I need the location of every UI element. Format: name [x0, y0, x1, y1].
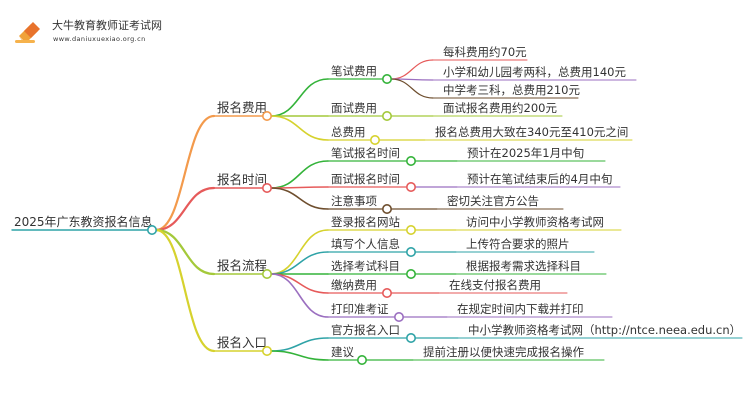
- node-connector: [261, 345, 272, 356]
- connector-lines: [11, 59, 743, 361]
- detail-label: 小学和幼儿园考两科，总费用140元: [443, 65, 626, 79]
- connector-line: [154, 228, 216, 276]
- connector-line: [154, 114, 216, 232]
- detail-label: 报名总费用大致在340元至410元之间: [435, 125, 628, 139]
- connector-line: [270, 160, 329, 189]
- sub-branch-label: 登录报名网站: [331, 215, 400, 229]
- node-connector: [369, 135, 380, 146]
- branch-label: 报名时间: [217, 172, 267, 187]
- detail-label: 根据报考需求选择科目: [466, 259, 581, 273]
- logo-url: www.daniuxuexiao.org.cn: [53, 35, 146, 43]
- sub-branch-label: 总费用: [331, 125, 366, 139]
- detail-label: 上传符合要求的照片: [466, 237, 570, 251]
- node-connector: [405, 247, 416, 258]
- connector-line: [270, 115, 329, 141]
- branch-label: 报名费用: [217, 100, 267, 115]
- detail-label: 面试报名费用约200元: [443, 101, 557, 115]
- node-connector: [261, 111, 272, 122]
- detail-label: 在线支付报名费用: [449, 278, 541, 292]
- branch-label: 报名入口: [217, 335, 267, 350]
- sub-branch-label: 笔试费用: [331, 64, 377, 78]
- node-connector: [393, 311, 404, 322]
- connector-line: [390, 59, 434, 80]
- node-connector: [381, 74, 392, 85]
- sub-branch-label: 建议: [331, 345, 354, 359]
- nodes-layer: 2025年广东教资报名信息 报名费用 笔试费用 每科费用约70元小学和幼儿园考两科，总…: [14, 45, 741, 365]
- node-connector: [356, 354, 367, 365]
- node-connector: [381, 287, 392, 298]
- node-connector: [405, 182, 416, 193]
- branch-label: 报名流程: [217, 258, 268, 273]
- connector-line: [154, 228, 216, 353]
- sub-branch-label: 官方报名入口: [331, 323, 400, 337]
- sub-branch-label: 选择考试科目: [331, 259, 400, 273]
- detail-label: 在规定时间内下载并打印: [457, 302, 584, 316]
- detail-label: 密切关注官方公告: [447, 194, 539, 208]
- logo-title: 大牛教育教师证考试网: [52, 18, 162, 32]
- node-connector: [381, 204, 392, 215]
- sub-branch-label: 填写个人信息: [331, 237, 400, 251]
- node-connector: [405, 225, 416, 236]
- site-logo: 大牛教育教师证考试网 www.daniuxuexiao.org.cn: [15, 18, 162, 43]
- connector-line: [154, 186, 216, 232]
- detail-label: 中学考三科，总费用210元: [443, 83, 580, 97]
- node-connector: [405, 156, 416, 167]
- detail-label: 中小学教师资格考试网（http://ntce.neea.edu.cn）: [468, 323, 741, 337]
- detail-label: 预计在笔试结束后的4月中旬: [467, 172, 612, 186]
- sub-branch-label: 缴纳费用: [331, 278, 377, 292]
- connector-line: [270, 187, 329, 210]
- node-connector: [381, 111, 392, 122]
- detail-label: 访问中小学教师资格考试网: [466, 215, 604, 229]
- sub-branch-label: 面试报名时间: [331, 172, 400, 186]
- connector-line: [270, 273, 329, 294]
- connector-line: [270, 78, 329, 117]
- detail-label: 提前注册以便快速完成报名操作: [423, 345, 584, 359]
- node-connector: [405, 332, 416, 343]
- pencil-icon: [15, 22, 40, 43]
- detail-label: 每科费用约70元: [443, 45, 527, 59]
- node-connector: [147, 225, 158, 236]
- node-connector: [405, 268, 416, 279]
- node-connector: [261, 183, 272, 194]
- sub-branch-label: 打印准考证: [331, 302, 389, 316]
- connector-line: [270, 337, 329, 352]
- connector-line: [270, 251, 329, 275]
- sub-branch-label: 笔试报名时间: [331, 146, 400, 160]
- connector-line: [270, 350, 329, 361]
- sub-branch-label: 注意事项: [331, 194, 377, 208]
- root-node: 2025年广东教资报名信息: [14, 214, 153, 229]
- connector-line: [390, 78, 434, 99]
- connector-line: [270, 273, 329, 318]
- node-connector: [261, 268, 272, 279]
- sub-branch-label: 面试费用: [331, 101, 377, 115]
- detail-label: 预计在2025年1月中旬: [467, 146, 584, 160]
